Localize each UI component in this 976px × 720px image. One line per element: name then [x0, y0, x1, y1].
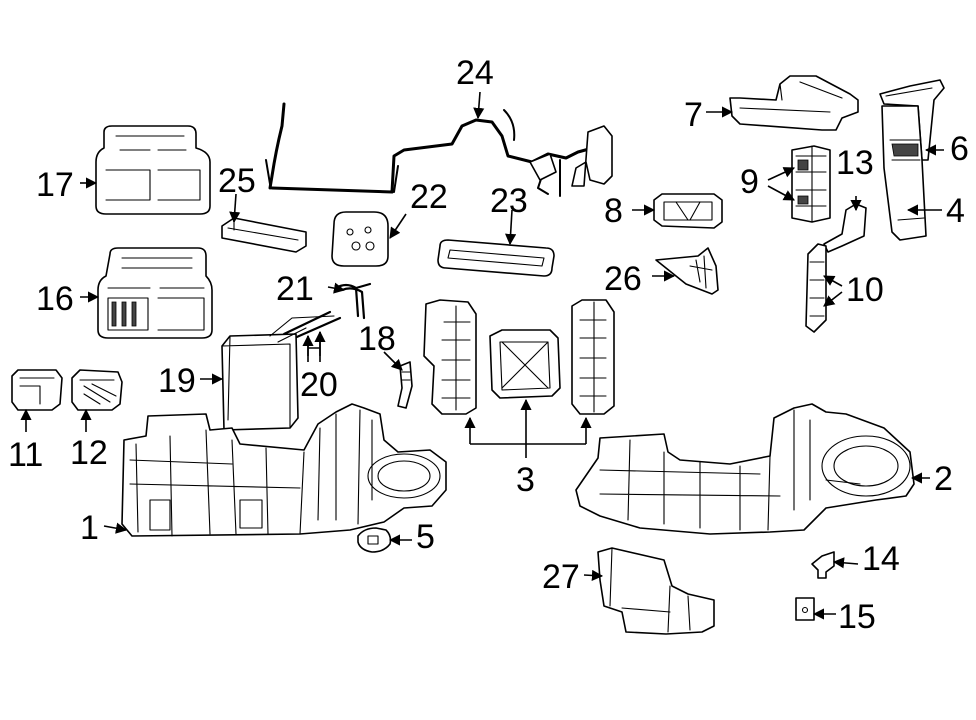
part-25-duct[interactable]: [221, 217, 307, 253]
callout-17: 17: [36, 166, 74, 204]
callout-4: 4: [946, 192, 965, 230]
callout-18: 18: [358, 320, 396, 358]
leader-lines: [20, 91, 944, 620]
part-18-bracket[interactable]: [397, 361, 413, 409]
part-12-vent[interactable]: [71, 369, 123, 411]
callout-12: 12: [70, 434, 108, 472]
part-5-grommet[interactable]: [357, 527, 392, 553]
callout-labels: 1 2 3 4 5 6 7 8 9 10 11 12 13 14 15 16 1…: [8, 54, 969, 636]
part-26-bracket[interactable]: [655, 247, 719, 295]
part-1-hvac-housing[interactable]: [121, 403, 447, 537]
part-9-bracket[interactable]: [791, 145, 831, 223]
callout-8: 8: [604, 192, 623, 230]
callout-27: 27: [542, 558, 580, 596]
part-2-hvac-housing[interactable]: [575, 403, 915, 535]
callout-1: 1: [80, 509, 99, 547]
callout-19: 19: [158, 362, 196, 400]
callout-21: 21: [276, 270, 314, 308]
callout-23: 23: [490, 182, 528, 220]
part-11-vent[interactable]: [11, 369, 63, 411]
part-22-module[interactable]: [331, 211, 389, 267]
callout-10: 10: [846, 271, 884, 309]
callout-25: 25: [218, 162, 256, 200]
part-15-plate[interactable]: [795, 597, 815, 621]
part-3-doors[interactable]: [423, 299, 615, 415]
part-23-duct[interactable]: [437, 239, 555, 277]
callout-24: 24: [456, 54, 494, 92]
callout-5: 5: [416, 518, 435, 556]
callout-7: 7: [684, 96, 703, 134]
callout-16: 16: [36, 280, 74, 318]
callout-11: 11: [8, 436, 43, 474]
callout-22: 22: [410, 178, 448, 216]
part-14-clip[interactable]: [811, 551, 835, 579]
callout-15: 15: [838, 598, 876, 636]
part-8-vent[interactable]: [653, 193, 723, 229]
callout-9: 9: [740, 163, 759, 201]
callout-14: 14: [862, 540, 900, 578]
callout-3: 3: [516, 461, 535, 499]
callout-6: 6: [950, 130, 969, 168]
part-10-actuator[interactable]: [805, 243, 827, 333]
part-7-duct[interactable]: [729, 75, 859, 131]
callout-20: 20: [300, 366, 338, 404]
part-24-wire-harness[interactable]: [265, 102, 613, 197]
part-21-tubes[interactable]: [282, 282, 372, 342]
callout-26: 26: [604, 260, 642, 298]
callout-2: 2: [934, 460, 953, 498]
callout-13: 13: [836, 144, 874, 182]
part-16-seal[interactable]: [97, 247, 213, 339]
part-4-duct[interactable]: [881, 105, 927, 241]
part-17-seal[interactable]: [95, 125, 211, 215]
part-27-duct[interactable]: [597, 547, 715, 635]
